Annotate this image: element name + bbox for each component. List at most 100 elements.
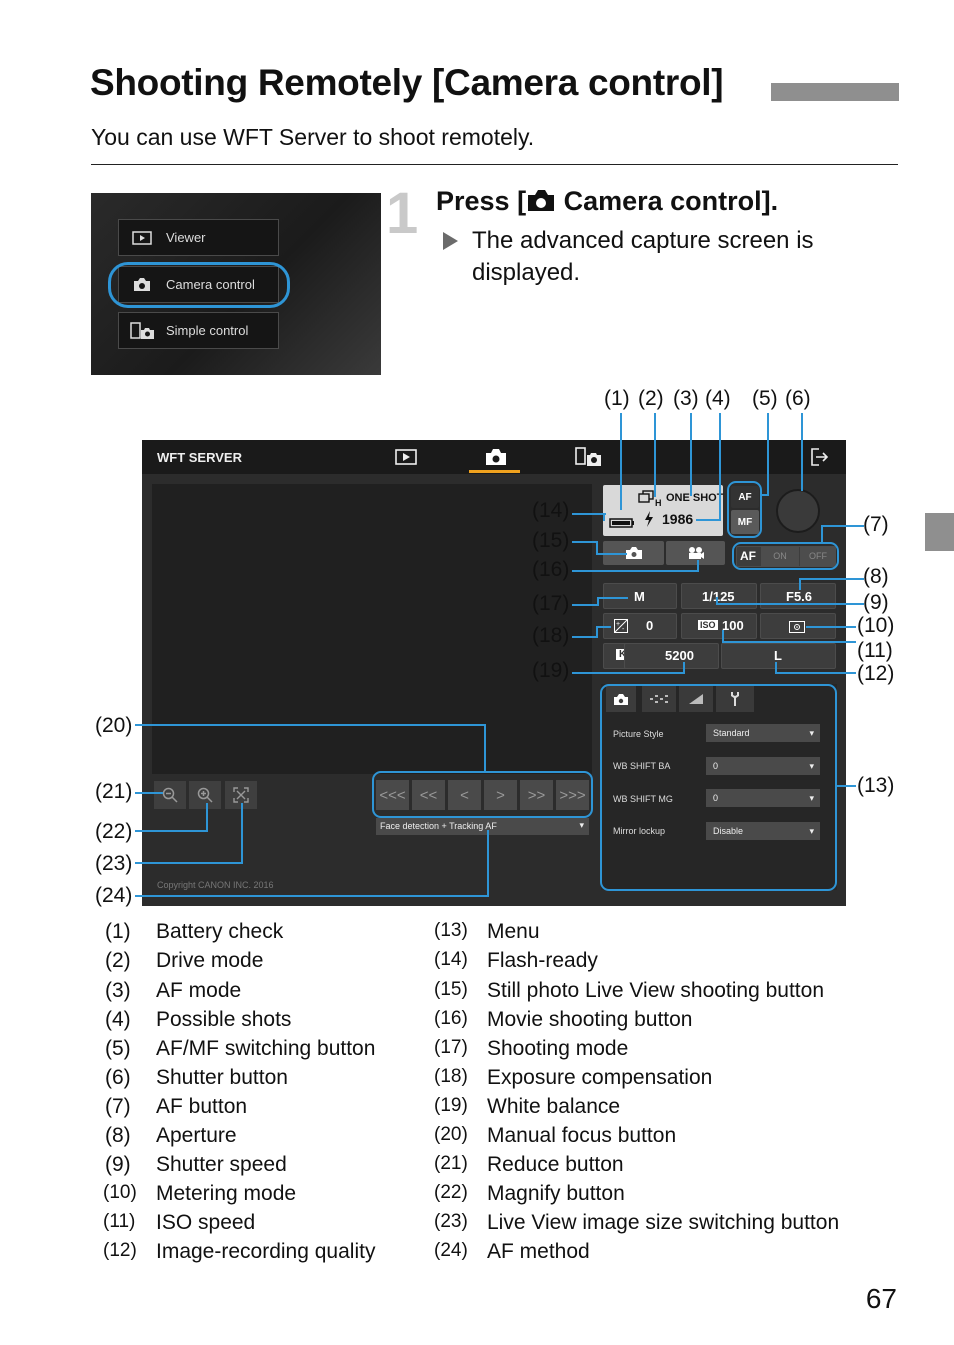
callout-leader-line	[241, 803, 243, 864]
callout-leader-line	[716, 597, 718, 605]
callout-leader-line	[135, 862, 243, 864]
menu-row-label: WB SHIFT BA	[613, 761, 671, 771]
callout-leader-line	[775, 672, 856, 674]
camera-icon	[625, 547, 642, 559]
af-off-button[interactable]: OFF	[800, 547, 836, 566]
callout-leader-line	[135, 724, 486, 726]
af-button[interactable]: AF ON OFF	[736, 546, 836, 567]
callout-leader-line	[597, 597, 599, 606]
mf-nav-far-left[interactable]: <<<	[376, 780, 409, 810]
af-on-button[interactable]: ON	[761, 547, 799, 566]
af-button-label: AF	[740, 549, 756, 563]
af-method-value: Face detection + Tracking AF	[380, 821, 497, 831]
callout-label: (11)	[857, 639, 893, 662]
menu-tab-shooting[interactable]	[606, 686, 636, 712]
step-number: 1	[386, 181, 419, 246]
exposure-comp-value: 0	[646, 618, 654, 633]
callout-label: (10)	[857, 614, 895, 637]
mf-nav-mid-left[interactable]: <<	[412, 780, 445, 810]
shooting-mode[interactable]: M	[603, 583, 677, 609]
wb-shift-ba-select[interactable]: 0	[706, 757, 820, 775]
callout-leader-line	[135, 792, 163, 794]
callout-label: (8)	[863, 565, 889, 588]
callout-label: (15)	[532, 529, 570, 552]
live-view-area[interactable]	[152, 484, 592, 774]
result-arrow-icon	[443, 232, 458, 250]
callout-label: (4)	[705, 387, 731, 410]
white-balance[interactable]: 5200	[624, 643, 719, 669]
page-number: 67	[865, 1283, 897, 1314]
callout-leader-line	[135, 895, 489, 897]
menu-tab-setup[interactable]	[716, 686, 754, 712]
svg-text:-: -	[622, 626, 625, 633]
callout-label: (9)	[863, 591, 889, 614]
iso-speed[interactable]: ISO 100	[681, 613, 757, 639]
reduce-button[interactable]	[154, 781, 186, 809]
chapter-tab	[925, 513, 954, 551]
divider	[91, 164, 898, 165]
callout-label: (20)	[95, 714, 133, 737]
callout-leader-line	[572, 570, 699, 572]
magnify-button[interactable]	[189, 781, 221, 809]
triangle-icon	[689, 694, 703, 704]
callout-leader-line	[135, 830, 208, 832]
callout-label: (17)	[532, 592, 570, 615]
callout-label: (12)	[857, 662, 895, 685]
callout-leader-line	[572, 513, 606, 515]
wb-shift-mg-select[interactable]: 0	[706, 789, 820, 807]
movie-shooting-button[interactable]	[666, 541, 725, 565]
play-icon	[395, 449, 417, 465]
menu-row-label: Mirror lockup	[613, 826, 666, 836]
mf-nav-right[interactable]: >	[484, 780, 517, 810]
wb-kelvin-badge: K	[616, 649, 630, 660]
picture-style-select[interactable]: Standard	[706, 724, 820, 742]
step-heading-suffix: Camera control].	[556, 186, 779, 216]
highlight-mf-buttons	[372, 771, 593, 818]
logout-icon[interactable]	[809, 447, 829, 472]
play-icon	[130, 230, 154, 245]
menu-tab-playback[interactable]	[679, 686, 713, 712]
selection-highlight	[108, 262, 290, 308]
menu-item-simple-control[interactable]: Simple control	[118, 312, 279, 349]
menu-item-label: Camera control	[166, 277, 255, 292]
menu-row-label: Picture Style	[613, 729, 664, 739]
callout-leader-line	[716, 603, 864, 605]
af-method-select[interactable]: Face detection + Tracking AF ▾	[376, 818, 589, 835]
camera-icon	[130, 277, 154, 292]
iso-badge: ISO	[698, 620, 718, 630]
tab-simple-control[interactable]	[575, 447, 603, 472]
step-description: The advanced capture screen is displayed…	[472, 227, 814, 286]
callout-leader-line	[821, 525, 864, 527]
mf-nav-mid-right[interactable]: >>	[520, 780, 553, 810]
callout-leader-line	[821, 525, 823, 543]
step-heading: Press [ Camera control].	[436, 186, 778, 219]
tab-camera-control[interactable]	[484, 448, 508, 471]
menu-tab-af[interactable]	[642, 686, 676, 712]
chevron-down-icon: ▾	[579, 820, 584, 830]
callout-label: (22)	[95, 820, 133, 843]
iso-value: 100	[722, 618, 744, 633]
callout-leader-line	[719, 413, 721, 520]
image-quality[interactable]: L	[721, 643, 836, 669]
callout-leader-line	[572, 541, 597, 543]
aperture[interactable]: F5.6	[760, 583, 836, 609]
tab-viewer[interactable]	[395, 449, 417, 470]
shutter-button[interactable]	[776, 489, 820, 533]
exposure-compensation[interactable]: +- 0	[603, 613, 677, 639]
highlight-af-button	[732, 542, 839, 570]
flash-icon	[644, 511, 654, 532]
mf-nav-far-right[interactable]: >>>	[556, 780, 589, 810]
menu-item-viewer[interactable]: Viewer	[118, 219, 279, 256]
title-decoration-bar	[771, 83, 899, 101]
drive-mode-icon	[638, 490, 654, 509]
mf-nav-left[interactable]: <	[448, 780, 481, 810]
menu-item-camera-control[interactable]: Camera control	[118, 266, 279, 303]
af-button-toggle[interactable]: AF	[731, 486, 759, 508]
callout-leader-line	[799, 578, 801, 590]
callout-leader-line	[206, 803, 208, 832]
shutter-speed[interactable]: 1/125	[681, 583, 757, 609]
metering-icon	[789, 621, 805, 633]
callout-leader-line	[775, 662, 777, 674]
callout-leader-line	[572, 672, 685, 674]
mirror-lockup-select[interactable]: Disable	[706, 822, 820, 840]
